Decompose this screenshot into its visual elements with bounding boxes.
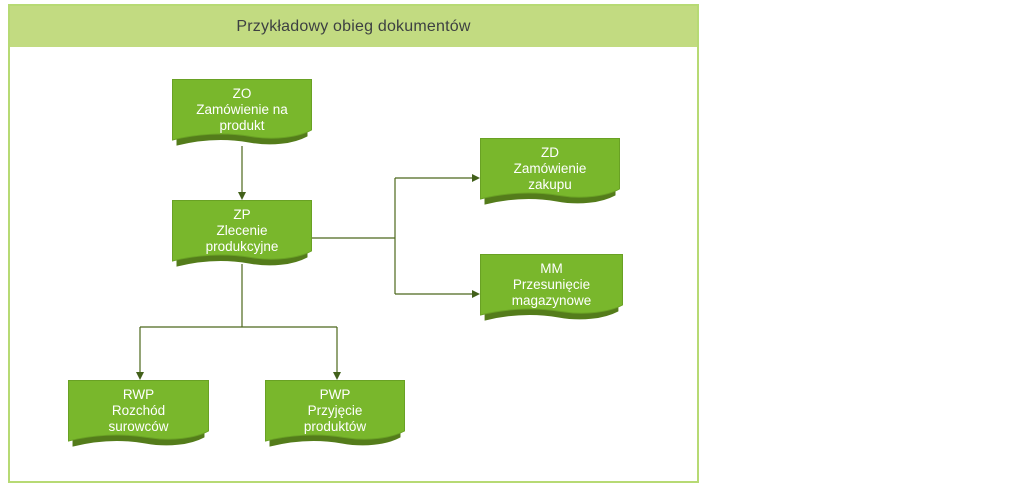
doc-node-text: RWP Rozchód surowców <box>68 380 209 435</box>
doc-node-zp: ZP Zlecenie produkcyjne <box>172 200 312 272</box>
document-shape-icon <box>172 79 312 146</box>
doc-node-text: ZP Zlecenie produkcyjne <box>172 200 312 255</box>
doc-node-rwp: RWP Rozchód surowców <box>68 380 209 452</box>
document-shape-icon <box>480 138 620 205</box>
doc-node-zo: ZO Zamówienie na produkt <box>172 79 312 151</box>
doc-node-pwp: PWP Przyjęcie produktów <box>265 380 405 452</box>
diagram-title-bar: Przykładowy obieg dokumentów <box>10 6 697 47</box>
document-shape-icon <box>68 380 209 447</box>
diagram-title: Przykładowy obieg dokumentów <box>236 17 471 35</box>
document-shape-icon <box>265 380 405 447</box>
doc-node-text: PWP Przyjęcie produktów <box>265 380 405 435</box>
doc-name: Przesunięcie magazynowe <box>511 277 592 308</box>
doc-node-text: ZD Zamówienie zakupu <box>480 138 620 193</box>
doc-code: ZD <box>541 145 559 160</box>
doc-node-zd: ZD Zamówienie zakupu <box>480 138 620 210</box>
document-shape-icon <box>172 200 312 267</box>
doc-code: ZO <box>232 86 252 101</box>
doc-name: Zamówienie zakupu <box>513 161 587 192</box>
doc-name: Rozchód surowców <box>108 403 169 434</box>
document-shape-icon <box>480 254 623 321</box>
doc-node-text: MM Przesunięcie magazynowe <box>480 254 623 309</box>
doc-code: ZP <box>233 207 251 222</box>
doc-code: MM <box>540 261 563 276</box>
doc-code: PWP <box>319 387 351 402</box>
doc-name: Zlecenie produkcyjne <box>205 223 279 254</box>
doc-name: Zamówienie na produkt <box>196 102 288 133</box>
doc-name: Przyjęcie produktów <box>303 403 367 434</box>
doc-node-mm: MM Przesunięcie magazynowe <box>480 254 623 326</box>
doc-code: RWP <box>122 387 155 402</box>
doc-node-text: ZO Zamówienie na produkt <box>172 79 312 134</box>
